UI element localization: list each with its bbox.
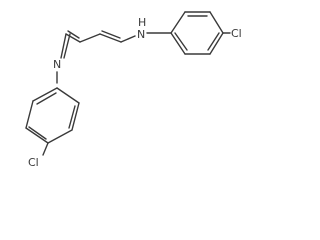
- double-bond-inner: [174, 32, 188, 51]
- bond: [209, 32, 224, 55]
- bond: [32, 87, 58, 102]
- atom-label-n-amine: N: [137, 28, 145, 41]
- chemical-structure: Cl N H N Cl: [25, 11, 242, 169]
- bond: [60, 33, 67, 59]
- double-bond-inner: [68, 105, 76, 129]
- double-bond-inner: [28, 126, 47, 140]
- upper-chlorophenyl-ring: [170, 11, 231, 55]
- atom-label-h: H: [138, 16, 146, 29]
- bond: [65, 33, 81, 43]
- atom-label-cl-top: Cl: [231, 27, 242, 40]
- double-bond-inner: [101, 30, 121, 39]
- bond: [209, 11, 224, 34]
- atom-label-n-imine: N: [53, 58, 61, 71]
- bond: [56, 87, 80, 104]
- bond: [25, 100, 34, 129]
- bond: [170, 11, 186, 34]
- lower-chlorophenyl-ring: [25, 87, 80, 156]
- double-bond-inner: [36, 92, 57, 105]
- bond: [99, 33, 122, 43]
- bond: [71, 102, 80, 131]
- bond: [25, 127, 49, 144]
- double-bond-inner: [207, 32, 220, 51]
- atom-label-cl-bottom: Cl: [28, 156, 39, 169]
- bond: [170, 32, 186, 55]
- diene-chain: [60, 30, 136, 59]
- double-bond-inner: [67, 30, 80, 39]
- double-bond-outer: [63, 33, 71, 59]
- bond: [120, 35, 136, 43]
- bond-to-cl: [42, 142, 49, 156]
- bond: [47, 129, 73, 144]
- nh-group: N H: [137, 16, 172, 41]
- bond: [79, 33, 101, 43]
